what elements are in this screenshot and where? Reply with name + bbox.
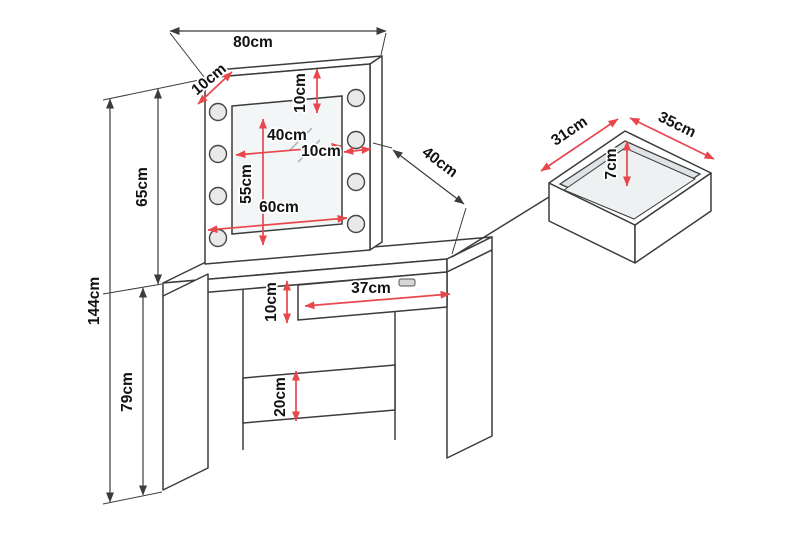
label-drawer-box-depth: 31cm	[548, 113, 590, 149]
red-dimension-lines	[197, 68, 715, 422]
label-mirror-glass-height: 55cm	[238, 164, 255, 204]
light-bulb-icon	[208, 186, 228, 206]
desk-left-panel	[162, 273, 209, 491]
extension-line	[372, 142, 393, 149]
light-bulb-icon	[346, 88, 366, 108]
dim-line-mirror-inner-width	[207, 214, 348, 234]
extension-line	[102, 283, 163, 295]
label-apron-height: 20cm	[272, 377, 289, 417]
label-mirror-frame-width: 80cm	[233, 34, 273, 51]
drawer-pointer-line	[451, 196, 550, 258]
label-drawer-front-width: 37cm	[351, 280, 391, 297]
extension-line	[102, 491, 163, 505]
light-bulb-icon	[208, 144, 228, 164]
light-bulb-icon	[346, 130, 366, 150]
label-drawer-box-inner-height: 7cm	[603, 148, 620, 179]
label-drawer-box-width: 35cm	[655, 109, 698, 142]
light-bulb-icon	[208, 102, 228, 122]
label-desk-depth: 40cm	[419, 144, 461, 181]
label-desk-height: 79cm	[119, 372, 136, 412]
label-drawer-front-height: 10cm	[263, 282, 280, 322]
label-frame-border-top: 10cm	[292, 73, 309, 113]
light-bulb-icon	[346, 172, 366, 192]
extension-line	[169, 32, 205, 78]
dim-line-desk-depth	[392, 149, 465, 205]
extension-line	[380, 32, 387, 56]
dim-line-frame-border-right	[343, 146, 372, 155]
label-total-height: 144cm	[86, 277, 103, 325]
label-mirror-section-height: 65cm	[134, 167, 151, 207]
label-mirror-glass-width: 40cm	[267, 127, 307, 144]
dim-line-drawer-box-depth	[540, 118, 619, 172]
desk-apron	[242, 364, 396, 424]
light-bulb-icon	[346, 214, 366, 234]
light-bulbs	[208, 88, 366, 248]
dim-line-drawer-front-width	[304, 290, 451, 310]
label-mirror-inner-width: 60cm	[259, 199, 299, 216]
extension-line	[102, 78, 205, 101]
dim-line-glass-width	[235, 142, 342, 159]
label-frame-border-right: 10cm	[301, 143, 341, 160]
drawer-handle	[398, 278, 416, 287]
dim-line-drawer-box-width	[629, 117, 715, 160]
extension-line	[451, 207, 467, 255]
black-dimension-lines	[102, 27, 467, 505]
mirror-frame-side-face	[369, 55, 383, 251]
dim-line-frame-border-left	[197, 71, 233, 105]
desk-right-panel	[446, 249, 493, 459]
light-bulb-icon	[208, 228, 228, 248]
